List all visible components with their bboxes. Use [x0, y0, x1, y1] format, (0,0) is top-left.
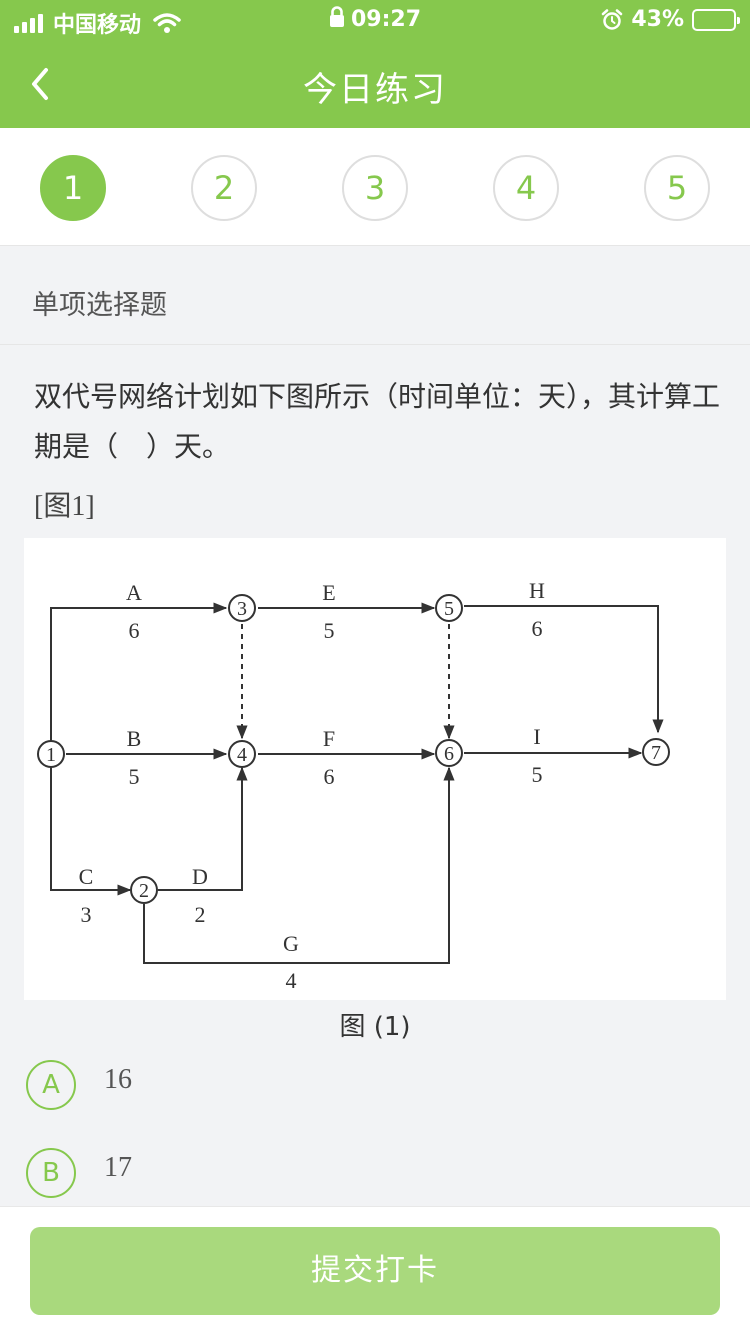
activity-name-a: A [126, 580, 142, 605]
carrier-name: 中国移动 [53, 13, 142, 38]
arrow-h [464, 605, 664, 734]
lock-icon [329, 6, 344, 27]
node-circle [435, 739, 463, 767]
step-1[interactable]: 1 [40, 155, 106, 221]
activity-name-e: E [322, 580, 335, 605]
node-circle [130, 876, 158, 904]
figure-reference: [图1] [34, 491, 95, 522]
activity-duration-f: 6 [324, 764, 335, 789]
option-a[interactable]: A 16 [26, 1060, 526, 1112]
option-text: 17 [104, 1152, 132, 1183]
activity-duration-c: 3 [81, 902, 92, 927]
battery-icon [692, 8, 740, 31]
node-label: 1 [46, 744, 56, 766]
option-text: 16 [104, 1064, 132, 1095]
activity-duration-e: 5 [324, 618, 335, 643]
header: 中国移动 09:27 43% [0, 0, 750, 128]
option-b[interactable]: B 17 [26, 1148, 526, 1200]
activity-name-d: D [192, 864, 208, 889]
node-label: 4 [237, 744, 247, 766]
arrow-a [50, 602, 228, 743]
activity-name-i: I [533, 724, 540, 749]
activity-duration-g: 4 [286, 968, 297, 993]
node-circle [228, 594, 256, 622]
network-diagram: 1 2 3 4 5 6 7 A 6 E 5 H 6 B 5 F 6 I 5 [24, 538, 726, 1000]
submit-checkin-button[interactable]: 提交打卡 [30, 1227, 720, 1315]
page-title: 今日练习 [303, 70, 447, 110]
nav-bar: 今日练习 [0, 40, 750, 128]
activity-duration-a: 6 [129, 618, 140, 643]
node-label: 2 [139, 880, 149, 902]
node-label: 5 [444, 598, 454, 620]
network-diagram-svg: 1 2 3 4 5 6 7 A 6 E 5 H 6 B 5 F 6 I 5 [37, 578, 670, 993]
footer: 提交打卡 [0, 1206, 750, 1334]
question-type-label: 单项选择题 [0, 247, 750, 345]
step-4[interactable]: 4 [493, 155, 559, 221]
battery-percent: 43% [631, 7, 684, 32]
activity-name-c: C [79, 864, 94, 889]
arrow-c [50, 765, 132, 896]
signal-icon [14, 13, 43, 33]
activity-duration-d: 2 [195, 902, 206, 927]
node-label: 6 [444, 743, 454, 765]
question-text: 双代号网络计划如下图所示（时间单位：天），其计算工期是（ ）天。 [34, 380, 721, 463]
option-letter: A [26, 1060, 76, 1110]
step-2[interactable]: 2 [191, 155, 257, 221]
activity-duration-b: 5 [129, 764, 140, 789]
figure-caption: 图 (1) [339, 1012, 411, 1042]
node-label: 7 [651, 742, 661, 764]
node-circle [37, 740, 65, 768]
node-circle [228, 740, 256, 768]
activity-duration-h: 6 [532, 616, 543, 641]
step-3[interactable]: 3 [342, 155, 408, 221]
arrow-g [143, 766, 455, 964]
node-circle [435, 594, 463, 622]
node-label: 3 [237, 598, 247, 620]
alarm-icon [602, 8, 623, 30]
back-button[interactable] [22, 60, 70, 108]
status-bar: 中国移动 09:27 43% [0, 0, 750, 40]
step-5[interactable]: 5 [644, 155, 710, 221]
activity-duration-i: 5 [532, 762, 543, 787]
activity-name-b: B [127, 726, 142, 751]
status-time: 09:27 [350, 7, 422, 32]
activity-name-h: H [529, 578, 545, 603]
option-letter: B [26, 1148, 76, 1198]
chevron-left-icon [32, 68, 48, 100]
activity-name-g: G [283, 931, 299, 956]
node-circle [642, 738, 670, 766]
wifi-icon [153, 13, 181, 33]
arrow-d [158, 766, 248, 891]
activity-name-f: F [323, 726, 335, 751]
question-steps: 1 2 3 4 5 [0, 128, 750, 246]
